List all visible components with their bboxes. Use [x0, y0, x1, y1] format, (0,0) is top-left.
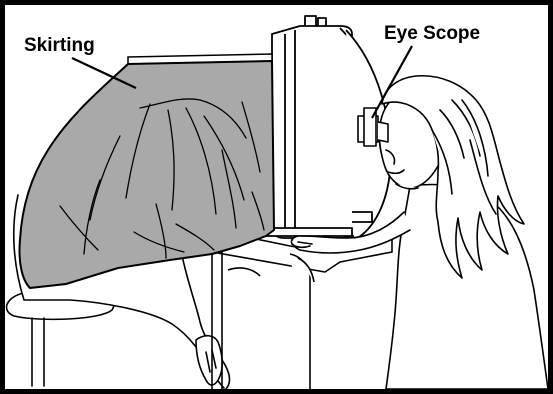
label-eye-scope: Eye Scope	[384, 23, 480, 44]
label-skirting: Skirting	[24, 35, 95, 56]
